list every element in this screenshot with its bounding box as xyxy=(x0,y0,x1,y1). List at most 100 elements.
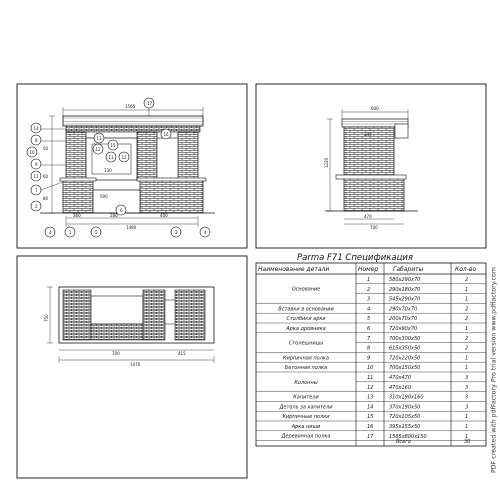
spec-header-name: Наименование детали xyxy=(258,266,329,273)
base-right xyxy=(139,179,204,214)
spec-number-15: 16 xyxy=(367,424,373,430)
spec-number-2: 3 xyxy=(367,297,370,303)
wooden-shelf xyxy=(62,115,204,127)
spec-dims-0: 580x290x70 xyxy=(389,277,420,283)
spec-qty-3: 2 xyxy=(465,306,468,312)
spec-qty-8: 1 xyxy=(465,355,468,361)
callout-7: 7 xyxy=(30,181,64,196)
spec-part-name-8: Капители xyxy=(293,395,319,401)
spec-part-name-12: Деревянная полка xyxy=(281,434,331,440)
spec-qty-16: 1 xyxy=(465,434,468,440)
spec-total-value: 30 xyxy=(464,439,470,445)
callout-4a: 4 xyxy=(44,226,56,238)
dim-front-4: 130 xyxy=(104,168,112,173)
spec-qty-13: 3 xyxy=(465,404,468,410)
dim-plan-3: 750 xyxy=(44,314,49,322)
spec-part-name-4: Столешницы xyxy=(289,341,323,347)
spec-part-name-1: Вставки в основании xyxy=(278,306,334,312)
svg-text:9: 9 xyxy=(35,162,38,167)
callout-12b: 12 xyxy=(118,151,130,163)
svg-text:10: 10 xyxy=(30,150,36,155)
side-base xyxy=(343,176,405,212)
callout-13b: 13 xyxy=(105,151,117,163)
dim-front-8: 80 xyxy=(43,196,49,201)
callout-14: 14 xyxy=(30,122,66,134)
dim-side-2: 1220 xyxy=(324,157,329,168)
svg-text:3: 3 xyxy=(175,230,178,235)
callout-15: 15 xyxy=(107,139,119,151)
callout-2: 2 xyxy=(30,200,42,212)
svg-text:6: 6 xyxy=(120,208,123,213)
spec-part-name-10: Кирпичные полки xyxy=(282,414,330,420)
base-left xyxy=(62,179,94,214)
svg-text:12: 12 xyxy=(122,155,128,160)
spec-qty-12: 3 xyxy=(465,395,468,401)
svg-text:11: 11 xyxy=(34,174,40,179)
callout-16: 16 xyxy=(160,128,172,140)
dim-front-3: 280 xyxy=(110,213,118,218)
column-right xyxy=(177,131,199,181)
spec-qty-9: 1 xyxy=(465,365,468,371)
dim-plan-2: 415 xyxy=(178,351,186,356)
callout-1: 1 xyxy=(64,226,76,238)
spec-dims-14: 720x105x50 xyxy=(389,414,420,420)
plan-right-block xyxy=(174,289,206,341)
dim-front-7: 60 xyxy=(43,174,49,179)
callout-10: 10 xyxy=(26,146,38,158)
dim-front-6: 50 xyxy=(43,146,49,151)
callouts-front: 17 14 8 10 9 11 7 2 4 1 5 3 4 13 12 15 1… xyxy=(26,97,211,238)
spec-qty-15: 1 xyxy=(465,424,468,430)
watermark-text[interactable]: PDF created with pdfFactory Pro trial ve… xyxy=(490,266,498,473)
callout-6: 6 xyxy=(115,204,127,216)
spec-dims-3: 290x70x70 xyxy=(389,306,417,312)
watermark[interactable]: PDF created with pdfFactory Pro trial ve… xyxy=(489,262,499,477)
spec-qty-2: 1 xyxy=(465,297,468,303)
dim-side-0: 600 xyxy=(371,106,379,111)
spec-dims-16: 1565x800x150 xyxy=(389,434,427,440)
svg-text:13: 13 xyxy=(97,136,103,141)
spec-dims-15: 395x155x50 xyxy=(389,424,420,430)
svg-text:4: 4 xyxy=(49,230,52,235)
svg-text:15: 15 xyxy=(111,143,117,148)
svg-text:1: 1 xyxy=(69,230,72,235)
callout-17: 17 xyxy=(143,97,155,116)
spec-qty-1: 1 xyxy=(465,287,468,293)
spec-number-3: 4 xyxy=(367,306,370,312)
dim-plan-0: 1470 xyxy=(130,362,141,367)
spec-number-12: 13 xyxy=(367,395,373,401)
svg-text:8: 8 xyxy=(35,138,38,143)
svg-text:14: 14 xyxy=(34,126,40,131)
column-left xyxy=(65,131,87,181)
dim-front-2: 360 xyxy=(73,213,81,218)
spec-dims-6: 700x300x50 xyxy=(389,336,420,342)
spec-total-label: Всего xyxy=(396,439,411,445)
spec-dims-1: 290x180x70 xyxy=(389,287,420,293)
svg-text:4: 4 xyxy=(204,230,207,235)
spec-dims-11: 470x160 xyxy=(389,385,411,391)
spec-part-name-6: Бетонная полка xyxy=(285,365,327,371)
spec-dims-10: 470x470 xyxy=(389,375,411,381)
spec-header-dims: Габариты xyxy=(393,266,424,273)
plan-firebox xyxy=(90,295,144,325)
dim-side-4: 700 xyxy=(370,225,378,230)
spec-dims-13: 370x190x50 xyxy=(389,404,420,410)
callout-5: 5 xyxy=(90,226,102,238)
spec-part-name-11: Арка ниши xyxy=(291,424,321,430)
spec-number-5: 6 xyxy=(367,326,370,332)
plan-left-block xyxy=(62,289,92,341)
spec-qty-10: 3 xyxy=(465,375,468,381)
callout-4b: 4 xyxy=(199,226,211,238)
spec-dims-9: 700x150x50 xyxy=(389,365,420,371)
spec-number-11: 12 xyxy=(367,385,373,391)
svg-text:7: 7 xyxy=(35,188,38,193)
spec-number-13: 14 xyxy=(367,404,373,410)
spec-number-7: 8 xyxy=(367,346,370,352)
spec-number-14: 15 xyxy=(367,414,373,420)
svg-text:2: 2 xyxy=(35,204,38,209)
callout-3: 3 xyxy=(170,226,182,238)
spec-dims-7: 615x350x50 xyxy=(389,346,420,352)
capital-strip xyxy=(65,125,201,133)
plan-mid-column xyxy=(142,289,166,341)
side-view: 600 245 1220 470 700 xyxy=(324,106,418,230)
